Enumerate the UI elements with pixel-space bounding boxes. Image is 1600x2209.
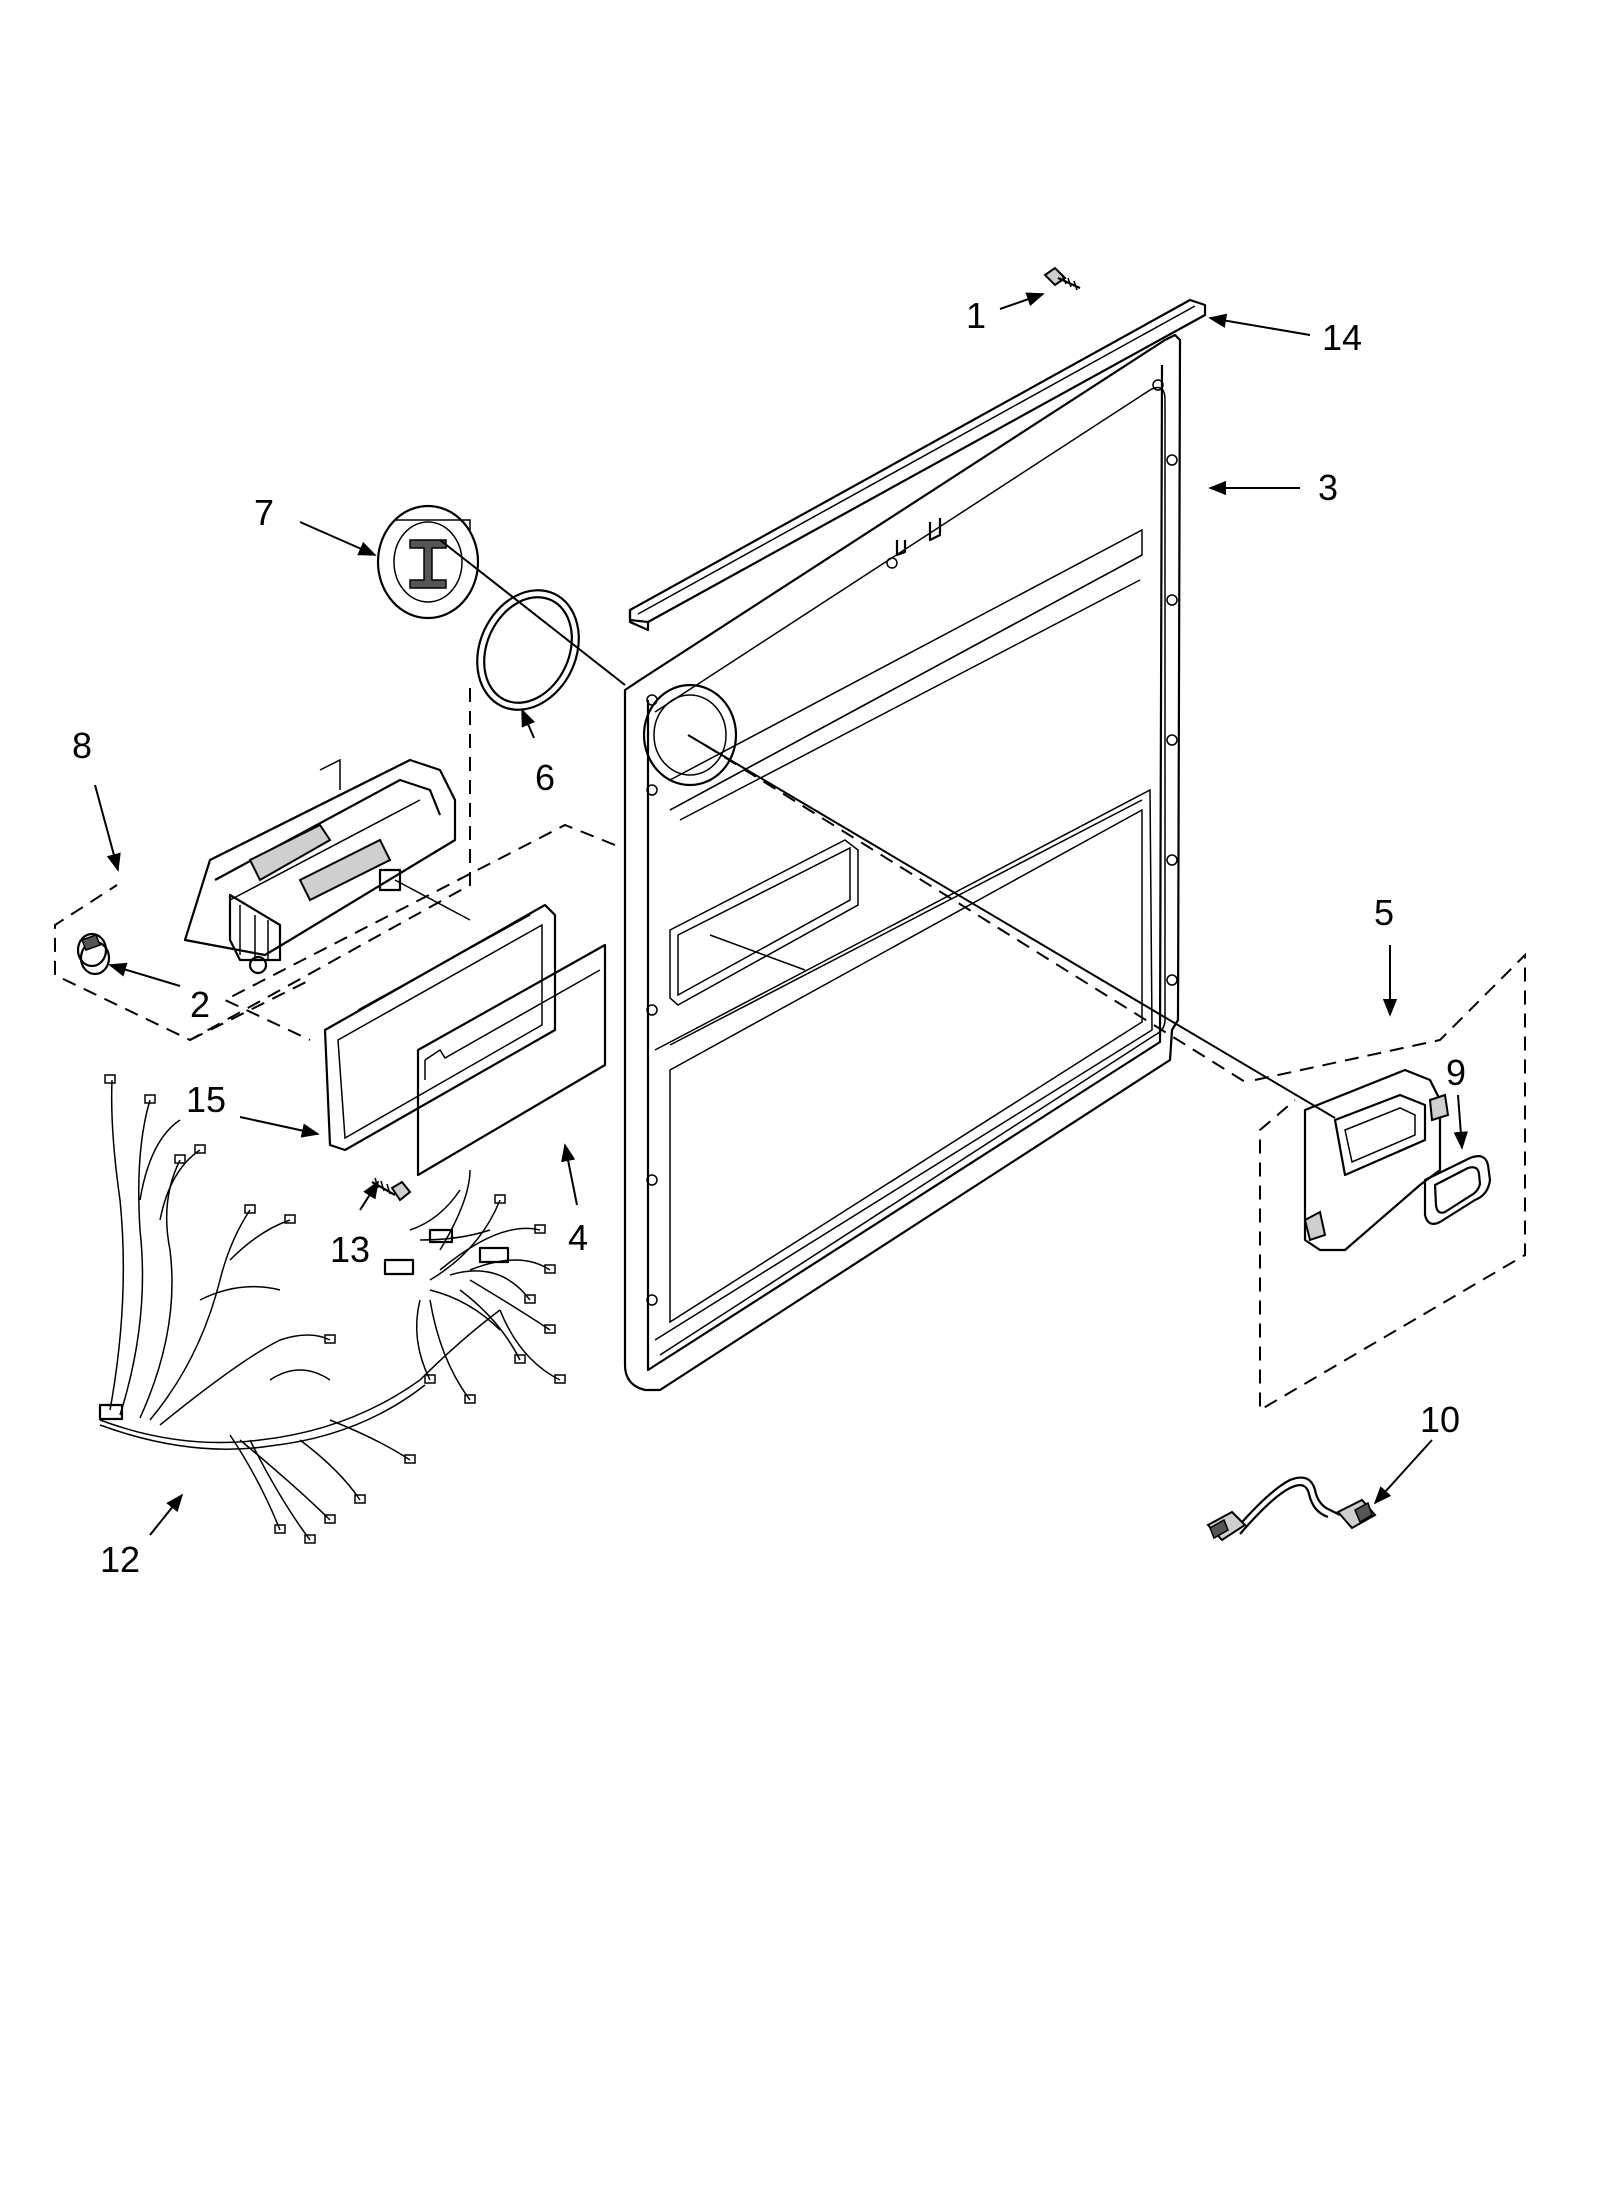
control-frame-part-15 [323,903,557,1152]
wire-harness-part-12 [99,1079,561,1541]
latch-gasket-part-9 [1423,1155,1492,1225]
dispenser-part-8 [183,758,471,975]
callout-9: 9 [1446,1052,1466,1093]
vent-cover-part-7 [376,504,480,620]
latch-group-box [1254,952,1526,1412]
harness-connectors [98,1074,566,1544]
screw-part-13 [371,1177,412,1202]
callout-15: 15 [186,1079,226,1120]
control-board-group-box [222,823,616,1041]
callout-4: 4 [568,1217,588,1258]
callout-6: 6 [535,757,555,798]
callout-3: 3 [1318,467,1338,508]
callout-10: 10 [1420,1399,1460,1440]
top-trim-strip [628,298,1207,632]
assembly-lines [439,539,1336,1119]
callout-8: 8 [72,725,92,766]
inner-door-panel [623,333,1182,1392]
control-board-part-4 [416,943,607,1177]
gasket-ring-part-6 [476,589,580,711]
callout-labels: 1 2 3 4 5 6 7 8 9 10 12 13 14 15 [72,295,1466,1580]
callout-7: 7 [254,492,274,533]
door-latch-part-5 [1303,1068,1450,1252]
dispenser-group-box [54,688,471,1042]
callout-1: 1 [966,295,986,336]
leader-arrows [94,292,1468,1536]
callout-12: 12 [100,1539,140,1580]
callout-14: 14 [1322,317,1362,358]
knob-part-2 [76,932,111,976]
callout-5: 5 [1374,892,1394,933]
callout-2: 2 [190,984,210,1025]
screw-part-1 [1043,266,1081,291]
connector-wire-part-10 [1206,1476,1377,1542]
callout-13: 13 [330,1229,370,1270]
